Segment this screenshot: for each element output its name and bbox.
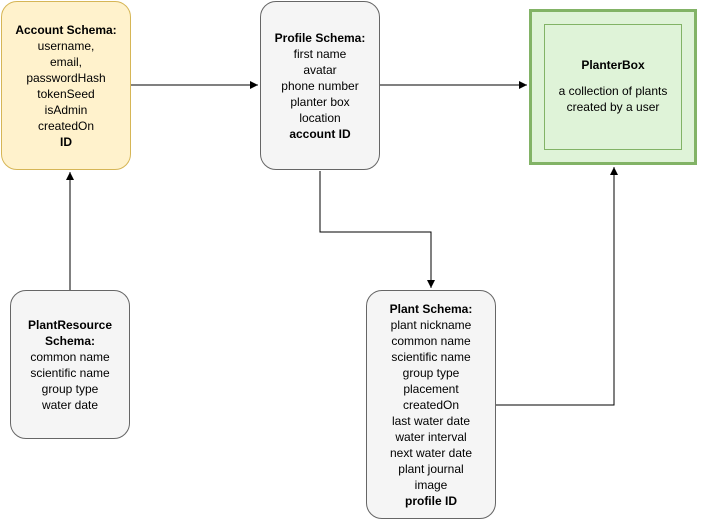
profile-field: location [299,110,341,125]
plant-resource-title: Schema: [44,333,96,348]
plant-resource-field: common name [30,349,110,364]
profile-schema-node[interactable]: Profile Schema: first name avatar phone … [260,1,380,170]
plant-resource-field: group type [41,381,99,396]
profile-schema-title: Profile Schema: [274,30,366,45]
plant-field: plant nickname [390,317,472,332]
plant-field: scientific name [391,349,471,364]
account-field: tokenSeed [37,86,95,101]
account-field: email, [49,54,82,69]
planterbox-title: PlanterBox [581,58,645,72]
plant-field: plant journal [398,461,464,476]
plant-field: water interval [395,429,467,444]
plant-resource-title: PlantResource [27,317,113,332]
plant-schema-node[interactable]: Plant Schema: plant nickname common name… [366,290,496,519]
account-field: username, [37,38,95,53]
account-field: createdOn [37,118,95,133]
profile-field: phone number [281,78,359,93]
account-field: isAdmin [44,102,88,117]
plant-resource-schema-node[interactable]: PlantResource Schema: common name scient… [10,290,130,439]
plant-field: common name [391,333,471,348]
edge-plant-to-planterbox [496,167,618,406]
edge-profile-to-plant [319,171,435,288]
account-schema-node[interactable]: Account Schema: username, email, passwor… [1,1,131,170]
profile-key: account ID [289,126,351,141]
account-schema-title: Account Schema: [15,22,117,37]
planterbox-description: a collection of plants [558,84,668,98]
planterbox-description: created by a user [566,100,660,114]
profile-field: avatar [303,62,337,77]
plant-field: group type [402,365,460,380]
plant-schema-title: Plant Schema: [389,301,473,316]
plant-field: createdOn [402,397,460,412]
plant-field: last water date [391,413,471,428]
planterbox-node[interactable]: PlanterBox a collection of plants create… [529,9,697,165]
plant-field: placement [403,381,459,396]
planterbox-inner-frame: PlanterBox a collection of plants create… [544,24,682,150]
plant-key: profile ID [404,493,457,508]
plant-field: image [414,477,448,492]
profile-field: first name [293,46,347,61]
account-key: ID [60,134,72,149]
account-field: passwordHash [26,70,106,85]
plant-field: next water date [389,445,473,460]
plant-resource-field: scientific name [30,365,110,380]
profile-field: planter box [290,94,350,109]
plant-resource-field: water date [41,397,99,412]
